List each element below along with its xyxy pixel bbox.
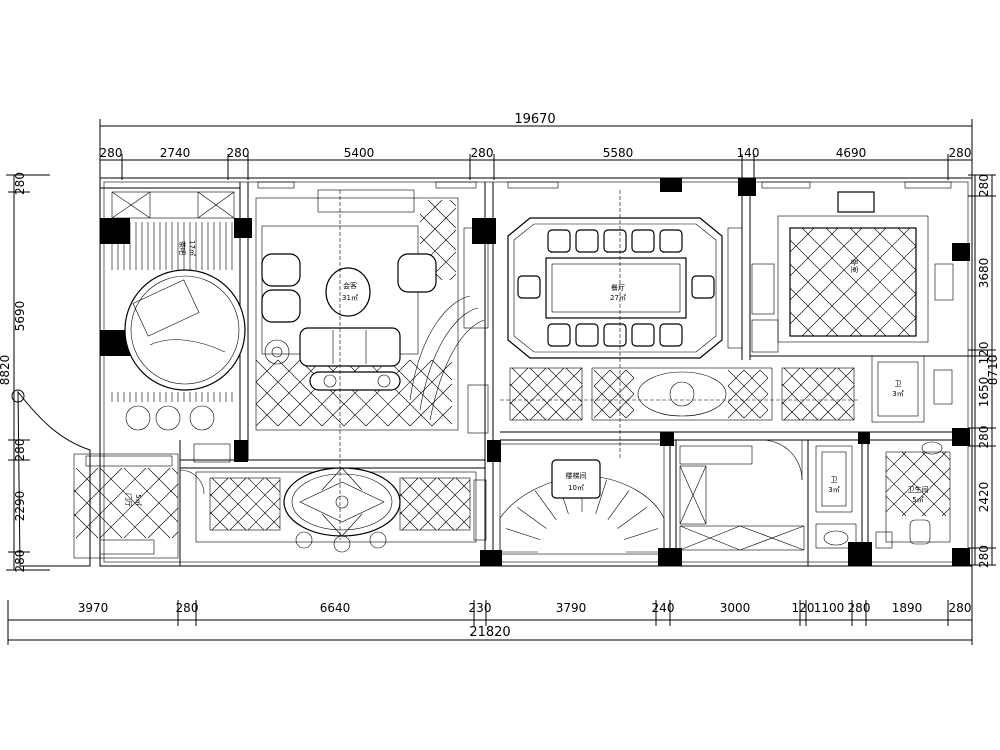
bottom-segment-label: 3790 (556, 601, 587, 615)
top-dimension-lines (99, 119, 973, 180)
living-room: 会客 31㎡ (255, 197, 489, 434)
stair-label: 楼梯间 (566, 471, 587, 480)
bath-1-label: 卫 (895, 380, 902, 388)
top-total-dimension: 19670 (514, 112, 555, 127)
service-rooms: 卫 3㎡ 卫生间 5㎡ (679, 439, 951, 551)
right-total-dimension: 8710 (986, 355, 1000, 386)
right-segment-label: 2420 (977, 482, 991, 513)
dining-room-label: 餐厅 (611, 283, 625, 292)
bath-1-area: 3㎡ (892, 390, 903, 398)
bottom-segment-label: 1100 (814, 601, 845, 615)
living-room-label: 会客 (343, 281, 357, 290)
top-segment-label: 280 (471, 146, 494, 160)
right-segment-label: 280 (977, 545, 991, 568)
entry-area: 5㎡ (134, 494, 142, 505)
bottom-dimension-lines (7, 560, 973, 645)
bottom-total-dimension: 21820 (469, 625, 510, 640)
bottom-segment-label: 280 (176, 601, 199, 615)
right-segment-label: 280 (977, 174, 991, 197)
right-segment-label: 120 (977, 342, 991, 365)
top-segment-label: 5400 (344, 146, 375, 160)
bath-3-label: 卫生间 (908, 485, 929, 494)
right-segment-labels: 280 3680 120 1650 280 2420 280 (977, 174, 991, 568)
entry-hall: 门厅 5㎡ (73, 443, 487, 559)
bottom-segment-label: 6640 (320, 601, 351, 615)
stair-area: 10㎡ (568, 484, 584, 492)
stair-hall: 楼梯间 10㎡ (499, 443, 665, 555)
left-segment-label: 280 (13, 439, 27, 462)
right-segment-label: 3680 (977, 258, 991, 289)
tea-room: 茶吧 17㎡ (111, 191, 246, 431)
living-room-area: 31㎡ (342, 294, 358, 302)
left-total-dimension: 8820 (0, 355, 12, 386)
top-segment-label: 4690 (836, 146, 867, 160)
top-segment-label: 280 (227, 146, 250, 160)
bottom-segment-label: 3000 (720, 601, 751, 615)
bottom-segment-label: 280 (848, 601, 871, 615)
axis-lines (339, 190, 860, 540)
bath-2-area: 3㎡ (828, 486, 839, 494)
dining-room: 餐厅 27㎡ (507, 217, 743, 359)
bottom-segment-label: 280 (949, 601, 972, 615)
right-dimension-lines (968, 174, 996, 566)
bottom-segment-label: 120 (792, 601, 815, 615)
bath-1: 卫 3㎡ (871, 355, 953, 423)
floor-pattern-panels (509, 367, 855, 421)
bottom-segment-label: 1890 (892, 601, 923, 615)
top-segment-label: 140 (737, 146, 760, 160)
bottom-segment-label: 240 (652, 601, 675, 615)
top-segment-label: 2740 (160, 146, 191, 160)
bottom-segment-label: 230 (469, 601, 492, 615)
windows (257, 181, 952, 213)
bath-2-label: 卫 (831, 476, 838, 484)
bath-3-area: 5㎡ (912, 496, 923, 504)
top-segment-labels: 280 2740 280 5400 280 5580 140 4690 280 (100, 146, 972, 160)
entry-label: 门厅 (124, 493, 133, 507)
left-segment-label: 280 (13, 172, 27, 195)
right-segment-label: 280 (977, 426, 991, 449)
left-segment-label: 5690 (13, 301, 27, 332)
bottom-segment-label: 3970 (78, 601, 109, 615)
tea-room-area: 17㎡ (188, 240, 196, 256)
tea-room-label: 茶吧 (178, 241, 187, 255)
top-segment-label: 5580 (603, 146, 634, 160)
right-segment-label: 1650 (977, 377, 991, 408)
bedroom-label: 卧室 (850, 259, 859, 273)
top-segment-label: 280 (100, 146, 123, 160)
dining-room-area: 27㎡ (610, 294, 626, 302)
left-segment-label: 2290 (13, 491, 27, 522)
bedroom: 卧室 (751, 191, 954, 353)
top-segment-label: 280 (949, 146, 972, 160)
